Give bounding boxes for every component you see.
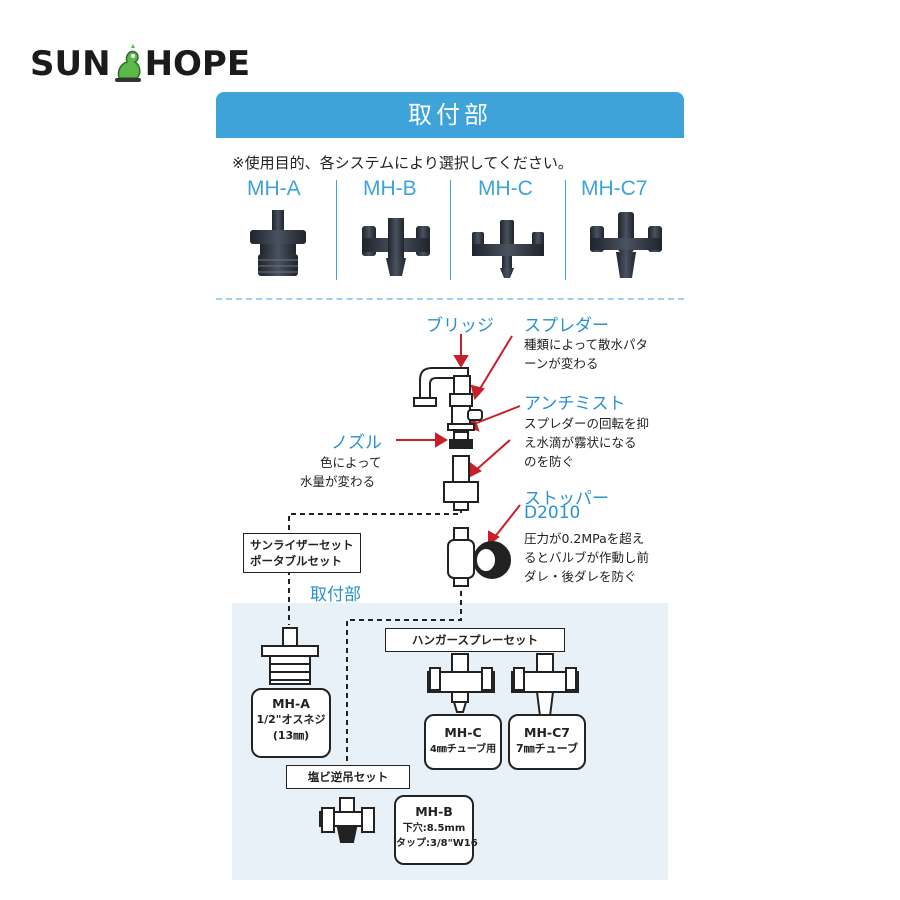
mh-c7-spec-box: MH-C7 7㎜チューブ	[508, 714, 586, 770]
nozzle-desc-1: 色によって	[320, 455, 382, 470]
mh-c-spec-1: 4㎜チューブ用	[429, 744, 497, 755]
mh-a-part-image	[250, 210, 306, 276]
model-label-mh-c: MH-C	[478, 177, 533, 200]
section-header: 取付部	[216, 92, 684, 138]
stopper-label: ストッパー	[524, 489, 609, 509]
bridge-label: ブリッジ	[426, 316, 494, 336]
sunhope-logo: SUN HOPE	[30, 44, 250, 84]
set-name-line-2: ポータブルセット	[250, 554, 342, 568]
stopper-desc-1: 圧力が0.2MPaを超え	[524, 531, 645, 546]
antimist-desc-1: スプレダーの回転を抑	[524, 416, 650, 431]
stopper-desc-2: るとバルブが作動し前	[524, 550, 650, 565]
antimist-label: アンチミスト	[524, 394, 626, 414]
model-divider	[565, 180, 566, 280]
mh-b-spec-1: 下穴:8.5mm	[402, 823, 466, 834]
model-label-mh-a: MH-A	[247, 177, 301, 200]
spreader-desc-2: ーンが変わる	[524, 356, 599, 371]
model-label-mh-c7: MH-C7	[581, 177, 648, 200]
set-name-line-1: サンライザーセット	[250, 538, 354, 552]
mh-c-part-image	[472, 220, 544, 278]
attach-part-label: 取付部	[310, 585, 361, 605]
hanger-set-box: ハンガースプレーセット	[385, 628, 565, 652]
selection-note: ※使用目的、各システムにより選択してください。	[232, 154, 573, 172]
mascot-icon	[114, 44, 141, 82]
mh-a-spec-box: MH-A 1/2"オスネジ (13㎜)	[251, 688, 331, 758]
nozzle-desc-2: 水量が変わる	[300, 474, 376, 489]
nozzle-label: ノズル	[331, 433, 382, 453]
logo-text-right: HOPE	[144, 44, 251, 84]
mh-c-spec-box: MH-C 4㎜チューブ用	[424, 714, 502, 770]
mh-c7-name: MH-C7	[524, 725, 570, 740]
model-label-mh-b: MH-B	[363, 177, 417, 200]
mh-c-name: MH-C	[444, 725, 482, 740]
mh-c7-part-image	[590, 212, 662, 278]
stopper-desc-3: ダレ・後ダレを防ぐ	[524, 569, 637, 584]
model-photos	[250, 210, 662, 278]
spreader-desc-1: 種類によって散水パタ	[524, 337, 649, 352]
stopper-model: D2010	[524, 503, 581, 523]
mh-a-name: MH-A	[272, 696, 310, 711]
section-divider	[216, 298, 684, 300]
mh-a-spec-1: 1/2"オスネジ	[256, 713, 326, 726]
antimist-desc-2: え水滴が霧状になる	[524, 435, 637, 450]
mh-b-spec-box: MH-B 下穴:8.5mm タップ:3/8"W16	[394, 795, 478, 865]
spreader-label: スプレダー	[524, 316, 609, 336]
mh-c7-spec-1: 7㎜チューブ	[516, 742, 578, 755]
pvc-set-box: 塩ビ逆吊セット	[286, 765, 410, 789]
mh-b-part-image	[362, 218, 430, 276]
set-name-box: サンライザーセット ポータブルセット	[243, 533, 361, 573]
mh-b-name: MH-B	[415, 804, 453, 819]
mh-a-spec-2: (13㎜)	[272, 729, 310, 742]
antimist-desc-3: のを防ぐ	[524, 454, 575, 469]
logo-text-left: SUN	[30, 44, 111, 84]
model-divider	[336, 180, 337, 280]
mh-b-spec-2: タップ:3/8"W16	[396, 838, 478, 849]
model-divider	[450, 180, 451, 280]
